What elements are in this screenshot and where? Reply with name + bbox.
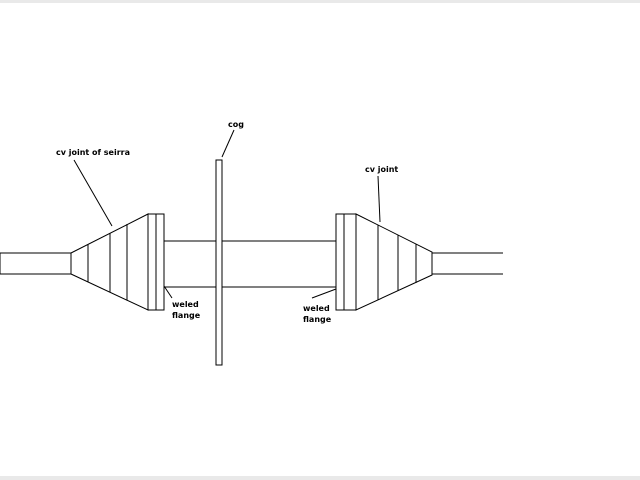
cv-joint-of-seirra-label: cv joint of seirra: [56, 148, 130, 157]
left-flange-label-line2: flange: [172, 311, 201, 320]
cog: [215, 159, 223, 366]
right-welded-flange-plate: [335, 213, 345, 311]
cog-label: cog: [228, 120, 244, 129]
flange-right-leader-line: [311, 288, 337, 299]
flange-left-leader-line: [163, 285, 173, 299]
bottom-edge-strip: [0, 476, 640, 480]
middle-shaft: [163, 240, 337, 288]
right-cv-joint: [355, 213, 433, 311]
left-welded-flange-plate: [147, 213, 157, 311]
cv-left-leader-line: [73, 159, 113, 227]
right-welded-flange-plate: [343, 213, 357, 311]
cv-right-leader-line: [377, 175, 381, 223]
top-edge-strip: [0, 0, 640, 3]
left-shaft: [0, 252, 72, 275]
left-welded-flange-plate: [155, 213, 165, 311]
cog-leader-line: [221, 129, 235, 158]
left-flange-label-line1: weled: [172, 300, 199, 309]
right-flange-label-line2: flange: [303, 315, 332, 324]
right-flange-label-line1: weled: [303, 304, 330, 313]
cv-joint-label: cv joint: [365, 165, 398, 174]
